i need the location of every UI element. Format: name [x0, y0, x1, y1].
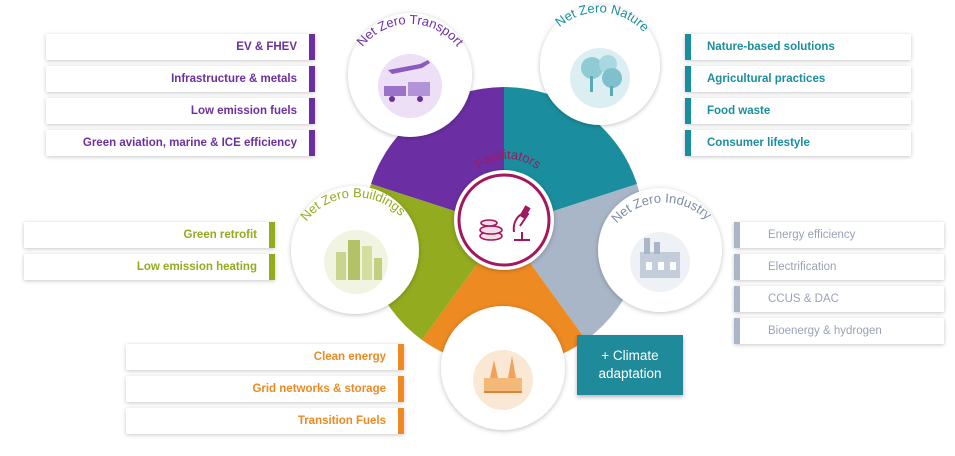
factory-icon — [630, 232, 690, 292]
transport-item-label: Infrastructure & metals — [171, 73, 297, 85]
nature-item-label: Nature-based solutions — [707, 41, 835, 53]
power-plant-icon — [473, 350, 533, 410]
power-item-accent — [398, 376, 404, 402]
nature-item: Consumer lifestyle — [685, 130, 911, 156]
transport-icon — [378, 54, 442, 118]
buildings-item-accent — [269, 222, 275, 248]
transport-item: EV & FHEV — [46, 34, 315, 60]
industry-item: Electrification — [734, 254, 944, 280]
power-item-label: Clean energy — [313, 351, 386, 363]
nature-item: Agricultural practices — [685, 66, 911, 92]
transport-item-accent — [309, 34, 315, 60]
buildings-icon — [324, 230, 388, 294]
power-item: Grid networks & storage — [126, 376, 404, 402]
transport-item-accent — [309, 98, 315, 124]
industry-item-label: CCUS & DAC — [768, 293, 839, 305]
industry-item-label: Energy efficiency — [768, 229, 856, 241]
nature-item-accent — [685, 98, 691, 124]
industry-item-accent — [734, 318, 740, 344]
transport-item: Green aviation, marine & ICE efficiency — [46, 130, 315, 156]
industry-item-accent — [734, 254, 740, 280]
transport-item-accent — [309, 130, 315, 156]
power-item-accent — [398, 408, 404, 434]
nature-item: Food waste — [685, 98, 911, 124]
industry-item: Bioenergy & hydrogen — [734, 318, 944, 344]
climate-line-1: + Climate — [601, 348, 659, 363]
buildings-item: Low emission heating — [24, 254, 275, 280]
industry-item-accent — [734, 286, 740, 312]
transport-item-accent — [309, 66, 315, 92]
transport-list: EV & FHEV Infrastructure & metals Low em… — [46, 34, 315, 162]
buildings-list: Green retrofit Low emission heating — [24, 222, 275, 286]
transport-item-label: Low emission fuels — [190, 105, 297, 117]
industry-item: CCUS & DAC — [734, 286, 944, 312]
nature-item-accent — [685, 66, 691, 92]
power-list: Clean energy Grid networks & storage Tra… — [126, 344, 404, 440]
climate-adaptation-box: + Climate adaptation — [577, 335, 683, 395]
nature-item-accent — [685, 130, 691, 156]
transport-item-label: Green aviation, marine & ICE efficiency — [82, 137, 297, 149]
nature-item-label: Agricultural practices — [707, 73, 826, 85]
power-item-accent — [398, 344, 404, 370]
trees-icon — [570, 48, 630, 108]
buildings-item-label: Low emission heating — [136, 261, 257, 273]
industry-item: Energy efficiency — [734, 222, 944, 248]
nature-item-accent — [685, 34, 691, 60]
industry-item-accent — [734, 222, 740, 248]
industry-item-label: Electrification — [768, 261, 837, 273]
industry-item-label: Bioenergy & hydrogen — [768, 325, 882, 337]
power-item: Transition Fuels — [126, 408, 404, 434]
buildings-item-accent — [269, 254, 275, 280]
buildings-item: Green retrofit — [24, 222, 275, 248]
transport-item-label: EV & FHEV — [236, 41, 297, 53]
nature-list: Nature-based solutions Agricultural prac… — [685, 34, 911, 162]
power-item-label: Transition Fuels — [297, 415, 386, 427]
transport-item: Low emission fuels — [46, 98, 315, 124]
industry-list: Energy efficiency Electrification CCUS &… — [734, 222, 944, 350]
power-item: Clean energy — [126, 344, 404, 370]
nature-item-label: Consumer lifestyle — [707, 137, 810, 149]
nature-item: Nature-based solutions — [685, 34, 911, 60]
facilitators-hub — [454, 170, 554, 270]
buildings-item-label: Green retrofit — [183, 229, 258, 241]
transport-item: Infrastructure & metals — [46, 66, 315, 92]
power-item-label: Grid networks & storage — [252, 383, 386, 395]
coins-microscope-icon — [479, 205, 531, 241]
climate-line-2: adaptation — [598, 366, 662, 381]
nature-item-label: Food waste — [707, 105, 771, 117]
